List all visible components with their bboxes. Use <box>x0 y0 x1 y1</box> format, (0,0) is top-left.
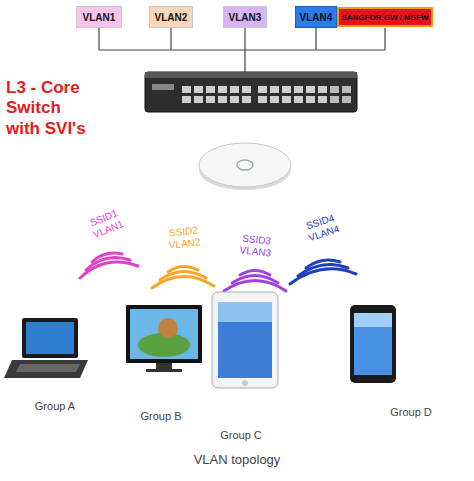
switch-port <box>182 86 191 93</box>
group-label: Group C <box>206 429 276 442</box>
bus-wire <box>99 28 385 72</box>
switch-port <box>194 96 203 103</box>
switch-port <box>230 96 239 103</box>
gateway-box: SANGFOR GW / NGFW <box>337 7 433 27</box>
switch-port <box>270 96 279 103</box>
group-label: Group B <box>126 410 196 423</box>
switch-port <box>230 86 239 93</box>
ssid-label: SSID4 VLAN4 <box>292 208 352 247</box>
switch-port <box>242 96 251 103</box>
vlan-box: VLAN4 <box>295 6 337 28</box>
group-label: Group D <box>376 406 446 419</box>
box-label: VLAN1 <box>83 12 116 23</box>
switch-port <box>318 96 327 103</box>
box-label: SANGFOR GW / NGFW <box>341 13 428 22</box>
vlan-box: VLAN1 <box>76 6 122 28</box>
switch-port <box>206 86 215 93</box>
switch-port <box>258 86 267 93</box>
box-label: VLAN4 <box>300 12 333 23</box>
vlan-box: VLAN3 <box>223 6 267 28</box>
tv-image <box>126 305 202 372</box>
ssid-label: SSID1 VLAN1 <box>76 202 137 244</box>
switch-port <box>194 86 203 93</box>
switch-port <box>282 96 291 103</box>
switch-port <box>270 86 279 93</box>
ssid-label: SSID2 VLAN2 <box>155 223 213 252</box>
switch-image <box>145 72 357 112</box>
vlan-box: VLAN2 <box>149 6 193 28</box>
switch-title: L3 - Core Switch with SVI's <box>6 78 98 139</box>
switch-port <box>218 86 227 93</box>
switch-port <box>294 96 303 103</box>
box-label: VLAN3 <box>229 12 262 23</box>
ssid-label: SSID3 VLAN3 <box>227 231 285 260</box>
switch-port <box>218 96 227 103</box>
switch-port <box>306 96 315 103</box>
caption: VLAN topology <box>137 452 337 468</box>
tablet-image <box>212 292 278 388</box>
switch-port <box>306 86 315 93</box>
phone-image <box>350 305 396 383</box>
switch-port <box>294 86 303 93</box>
switch-port <box>182 96 191 103</box>
switch-port <box>206 96 215 103</box>
switch-port <box>318 86 327 93</box>
wifi-waves <box>80 253 356 291</box>
switch-port <box>242 86 251 93</box>
access-point <box>199 143 291 190</box>
switch-port <box>258 96 267 103</box>
switch-port <box>282 86 291 93</box>
laptop-image <box>4 318 88 378</box>
group-label: Group A <box>20 400 90 413</box>
box-label: VLAN2 <box>155 12 188 23</box>
